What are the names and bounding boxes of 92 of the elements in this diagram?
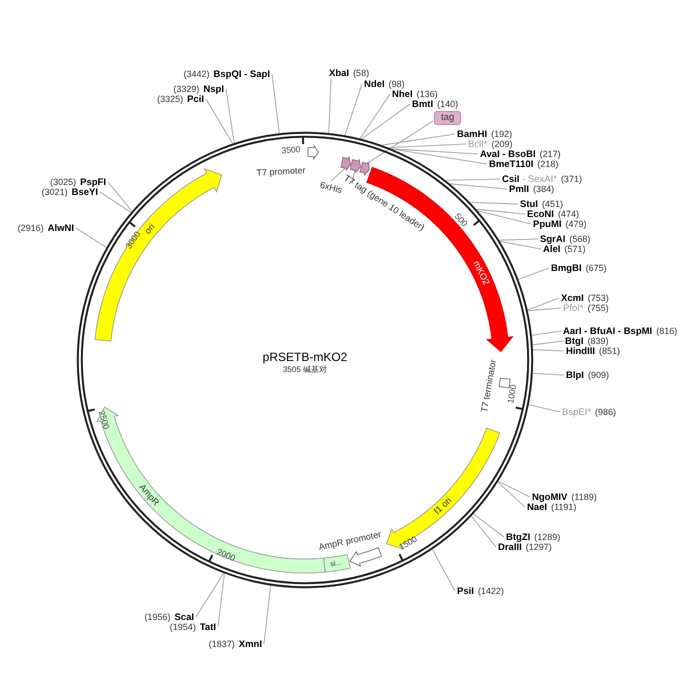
leader-line xyxy=(100,192,132,213)
tick-label: 2500 xyxy=(96,409,110,430)
leader-line xyxy=(497,482,526,508)
leader-line xyxy=(445,178,500,181)
restriction-site-label: NaeI (1191) xyxy=(527,501,580,514)
restriction-site-label: CsiI - SexAI* (371) xyxy=(502,173,586,186)
restriction-site-label: XcmI (753) xyxy=(561,292,613,305)
plasmid-size: 3505 碱基对 xyxy=(282,366,328,374)
restriction-site-label: (1837) XmnI xyxy=(204,638,262,651)
tick-label: 2000 xyxy=(216,547,236,562)
feature-label: T7 terminator xyxy=(480,358,498,414)
restriction-site-label: NdeI (98) xyxy=(364,78,409,91)
leader-line xyxy=(527,308,562,312)
leader-line xyxy=(532,330,562,336)
restriction-site-label: BtgI (839) xyxy=(565,335,612,348)
tick-label: 1000 xyxy=(506,384,518,404)
restriction-site-label: BmtI (140) xyxy=(412,98,462,111)
plasmid-name: pRSETB-mKO2 xyxy=(262,351,348,363)
feature-label: AmpR promoter xyxy=(318,530,382,552)
leader-line xyxy=(352,170,356,184)
restriction-site-label: PfoI* (755) xyxy=(563,302,613,315)
leader-line xyxy=(498,480,530,498)
restriction-site-label: NgoMIV (1189) xyxy=(532,491,601,504)
leader-line xyxy=(476,208,526,214)
leader-line xyxy=(108,182,132,212)
restriction-site-label: BmgBI (675) xyxy=(551,262,611,275)
restriction-site-label: PsiI (1422) xyxy=(457,585,508,598)
leader-line xyxy=(450,183,508,190)
leader-line xyxy=(76,228,107,248)
leader-line xyxy=(477,210,532,224)
restriction-site-label: (3021) BseYI xyxy=(38,186,98,199)
restriction-site-label: (2916) AlwNI xyxy=(14,222,74,235)
restriction-site-label: (1956) ScaI xyxy=(140,611,194,624)
feature-label: ori xyxy=(143,222,157,236)
restriction-site-label: (3329) NspI xyxy=(169,83,224,96)
restriction-site-label: (3325) PciI xyxy=(153,93,204,106)
leader-line xyxy=(518,268,550,280)
leader-line xyxy=(470,202,518,204)
leader-line xyxy=(206,98,233,144)
restriction-site-label: (1954) TatI xyxy=(166,621,216,634)
restriction-site-label: BamHI (192) xyxy=(457,128,516,141)
feature-label: f1 ori xyxy=(432,496,454,516)
leader-line xyxy=(500,240,542,250)
leader-line xyxy=(218,573,225,628)
tick-label: 1500 xyxy=(397,534,418,552)
leader-line xyxy=(272,74,280,134)
restriction-site-label: XbaI (58) xyxy=(329,67,374,80)
restriction-site-label: BmeT110I (218) xyxy=(489,158,562,171)
restriction-site-label: HindIII (851) xyxy=(566,345,624,358)
restriction-site-label: (3025) PspFI xyxy=(46,176,106,189)
restriction-site-label: DraIII (1297) xyxy=(498,541,556,554)
leader-line xyxy=(470,516,496,548)
feature-label: 6xHis xyxy=(318,180,344,196)
restriction-site-label: EcoNI (474) xyxy=(527,208,583,221)
leader-line xyxy=(532,340,564,346)
leader-line xyxy=(532,373,564,376)
leader-line xyxy=(366,120,434,164)
feature-label: T7 promoter xyxy=(256,166,306,178)
tick-label: 500 xyxy=(453,212,470,228)
restriction-site-label: (3442) BspQI - SapI xyxy=(180,68,270,81)
restriction-site-label: SgrAI (568) xyxy=(540,233,594,246)
leader-line xyxy=(226,88,235,144)
leader-line xyxy=(473,514,504,538)
leader-line xyxy=(360,94,390,139)
leader-line xyxy=(382,134,456,146)
leader-line xyxy=(344,84,362,136)
leader-line xyxy=(498,238,538,241)
restriction-site-label: PmlI (384) xyxy=(509,183,558,196)
tag-label: tag xyxy=(434,111,462,125)
tick-label: 3500 xyxy=(281,146,301,156)
leader-line xyxy=(391,148,478,154)
restriction-site-label: NheI (136) xyxy=(392,88,442,101)
leader-line xyxy=(528,404,560,412)
restriction-site-label: BtgZI (1289) xyxy=(506,531,564,544)
leader-line xyxy=(196,572,224,618)
leader-line xyxy=(361,104,410,140)
restriction-site-label: BclI* (209) xyxy=(468,138,517,151)
leader-line xyxy=(264,585,271,644)
leader-line xyxy=(392,148,488,164)
restriction-site-label: AvaI - BsoBI (217) xyxy=(480,148,565,161)
restriction-site-label: StuI (451) xyxy=(520,198,567,211)
restriction-site-label: PpuMI (479) xyxy=(533,218,591,231)
leader-line xyxy=(432,548,456,592)
leader-line xyxy=(527,298,560,310)
restriction-site-label: BlpI (909) xyxy=(566,369,613,382)
leader-line xyxy=(532,349,564,352)
restriction-site-label: BspEI* (986) xyxy=(562,406,620,419)
restriction-site-label: AleI (571) xyxy=(543,243,590,256)
leader-line xyxy=(388,144,466,148)
leader-line xyxy=(328,78,332,134)
restriction-site-label: AarI - BfuAI - BspMI (816) xyxy=(563,325,682,338)
leader-line xyxy=(330,168,346,182)
